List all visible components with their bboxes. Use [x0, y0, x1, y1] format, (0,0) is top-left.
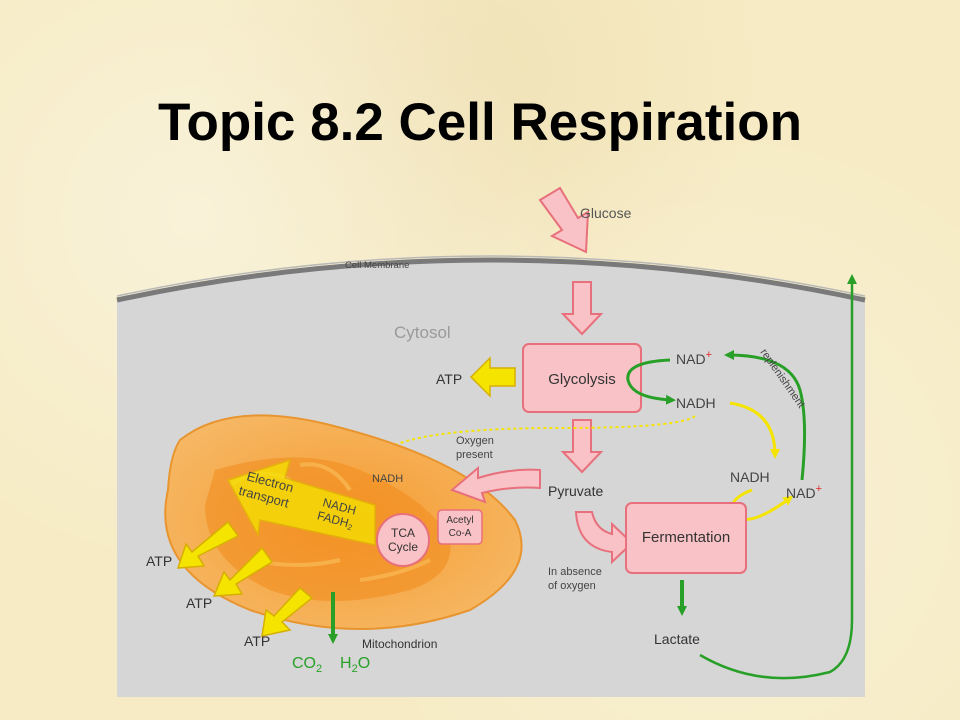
label-h2o: H2O: [340, 655, 370, 675]
label-co2: CO2: [292, 655, 322, 675]
label-atp-2: ATP: [186, 595, 212, 611]
label-tca: TCA: [391, 526, 415, 540]
label-nad-plus-right: NAD+: [786, 483, 822, 501]
tca-cycle-circle: [376, 513, 430, 567]
label-fermentation: Fermentation: [642, 529, 730, 546]
slide-title: Topic 8.2 Cell Respiration: [158, 93, 802, 152]
glycolysis-box: [522, 343, 642, 413]
label-nadh-top: NADH: [676, 395, 716, 411]
atp-arrow-3: [261, 586, 314, 637]
label-pyruvate: Pyruvate: [548, 483, 603, 499]
label-absence-2: of oxygen: [548, 580, 596, 592]
label-nad-plus-top: NAD+: [676, 349, 712, 367]
label-atp-3: ATP: [244, 633, 270, 649]
label-glycolysis: Glycolysis: [548, 371, 616, 388]
pyruvate-to-mito-arrow: [450, 465, 541, 504]
label-coa: Co-A: [449, 528, 472, 539]
label-mitochondrion: Mitochondrion: [362, 637, 437, 651]
label-cytosol: Cytosol: [394, 323, 451, 342]
glycolysis-to-pyruvate-arrow: [560, 419, 604, 474]
cell-membrane: [116, 257, 866, 303]
label-cell-membrane: Cell Membrane: [345, 260, 409, 271]
glucose-arrow: [538, 186, 590, 254]
label-atp-1: ATP: [146, 553, 172, 569]
label-glucose: Glucose: [580, 205, 632, 221]
atp-arrow-2: [212, 546, 274, 597]
label-lactate: Lactate: [654, 631, 700, 647]
label-oxygen-present-1: Oxygen: [456, 435, 494, 447]
acetyl-coa-box: [437, 509, 483, 545]
label-cycle: Cycle: [388, 540, 418, 554]
label-atp-glycolysis: ATP: [436, 371, 462, 387]
lactate-export-arrow: [699, 274, 857, 680]
membrane-to-glycolysis-arrow: [560, 281, 604, 336]
label-nadh-mito: NADH: [372, 473, 403, 485]
replenishment-arrow: [724, 350, 807, 481]
label-oxygen-present-2: present: [456, 449, 493, 461]
atp-glycolysis-arrow: [469, 356, 516, 398]
nadh-top-to-right-arrow: [729, 401, 780, 459]
electron-transport-arrow: [226, 458, 376, 546]
atp-arrow-1: [176, 520, 240, 569]
nad-to-nadh-arrow: [626, 358, 676, 405]
label-nadh-right: NADH: [730, 469, 770, 485]
fermentation-box: [625, 502, 747, 574]
label-absence-1: In absence: [548, 566, 602, 578]
label-acetyl: Acetyl: [446, 515, 473, 526]
